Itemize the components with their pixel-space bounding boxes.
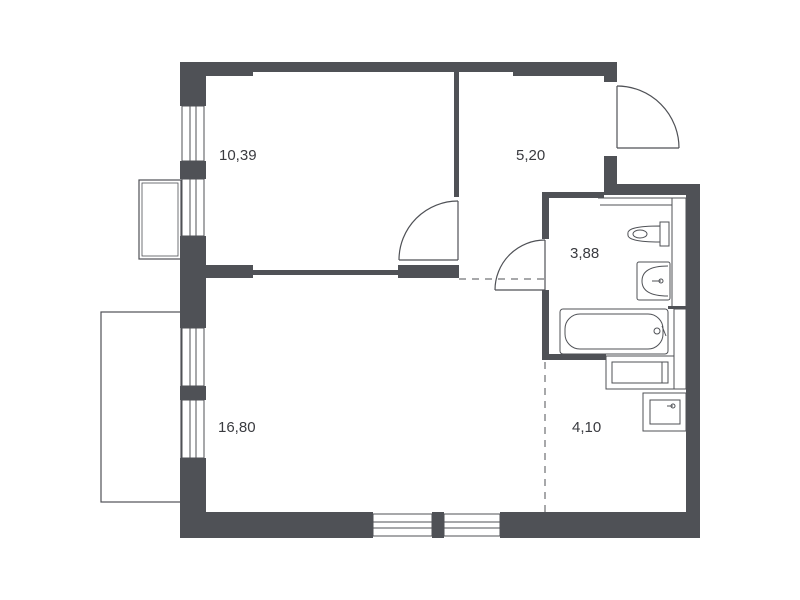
hall-area-label: 5,20 [516, 147, 545, 164]
balconies [100, 179, 182, 503]
bedroom-door [398, 200, 459, 261]
large-balcony [100, 311, 182, 503]
living-room-area-label: 16,80 [218, 419, 256, 436]
left-wall-3 [180, 236, 206, 328]
left-wall-5 [180, 458, 206, 538]
right-wall [686, 184, 700, 538]
top-wall-mid [253, 62, 513, 72]
kitchen-fixtures [605, 308, 687, 432]
small-balcony [138, 179, 182, 260]
entrance-door [616, 85, 680, 149]
window-living-lower [181, 399, 205, 459]
left-wall-2 [180, 161, 206, 179]
bathroom-fixtures [559, 197, 687, 355]
upper-right-wall [604, 184, 700, 195]
bathroom-area-label: 3,88 [570, 245, 599, 262]
toilet-icon [627, 221, 670, 247]
kitchen-riser [673, 308, 687, 390]
bathroom-door [494, 239, 546, 291]
window-bottom-right [443, 513, 501, 537]
bottom-wall-right [500, 512, 700, 538]
window-bedroom-lower [181, 178, 205, 237]
bedroom-area-label: 10,39 [219, 147, 257, 164]
doors [398, 85, 680, 291]
bathroom-top-wall [542, 192, 604, 198]
bathroom-west-wall [542, 192, 549, 239]
zone-boundaries [459, 278, 546, 512]
bedroom-south-wall-thin [253, 270, 398, 275]
bathroom-south-wall [542, 354, 606, 360]
left-wall-4 [180, 386, 206, 400]
bedroom-south-wall-left [206, 265, 253, 278]
washing-machine-icon [605, 355, 675, 390]
windows [181, 105, 501, 537]
kitchen-area-label: 4,10 [572, 419, 601, 436]
bedroom-south-wall-right [398, 265, 459, 278]
bathroom-west-wall-lower [542, 290, 549, 360]
top-right-post [604, 62, 617, 82]
window-bottom-left [372, 513, 433, 537]
walls [180, 62, 700, 538]
bottom-wall-left [180, 512, 373, 538]
bathtub-icon [559, 308, 669, 355]
left-wall-1 [180, 62, 206, 106]
top-wall-right [513, 62, 617, 76]
bedroom-hall-wall [454, 72, 459, 197]
window-living-upper [181, 327, 205, 387]
plumbing-riser [671, 197, 687, 309]
bottom-wall-mid [432, 512, 444, 538]
kitchen-sink-icon [642, 392, 687, 432]
small-balcony-inner [141, 182, 179, 257]
window-bedroom-upper [181, 105, 205, 162]
washbasin-icon [636, 261, 671, 301]
